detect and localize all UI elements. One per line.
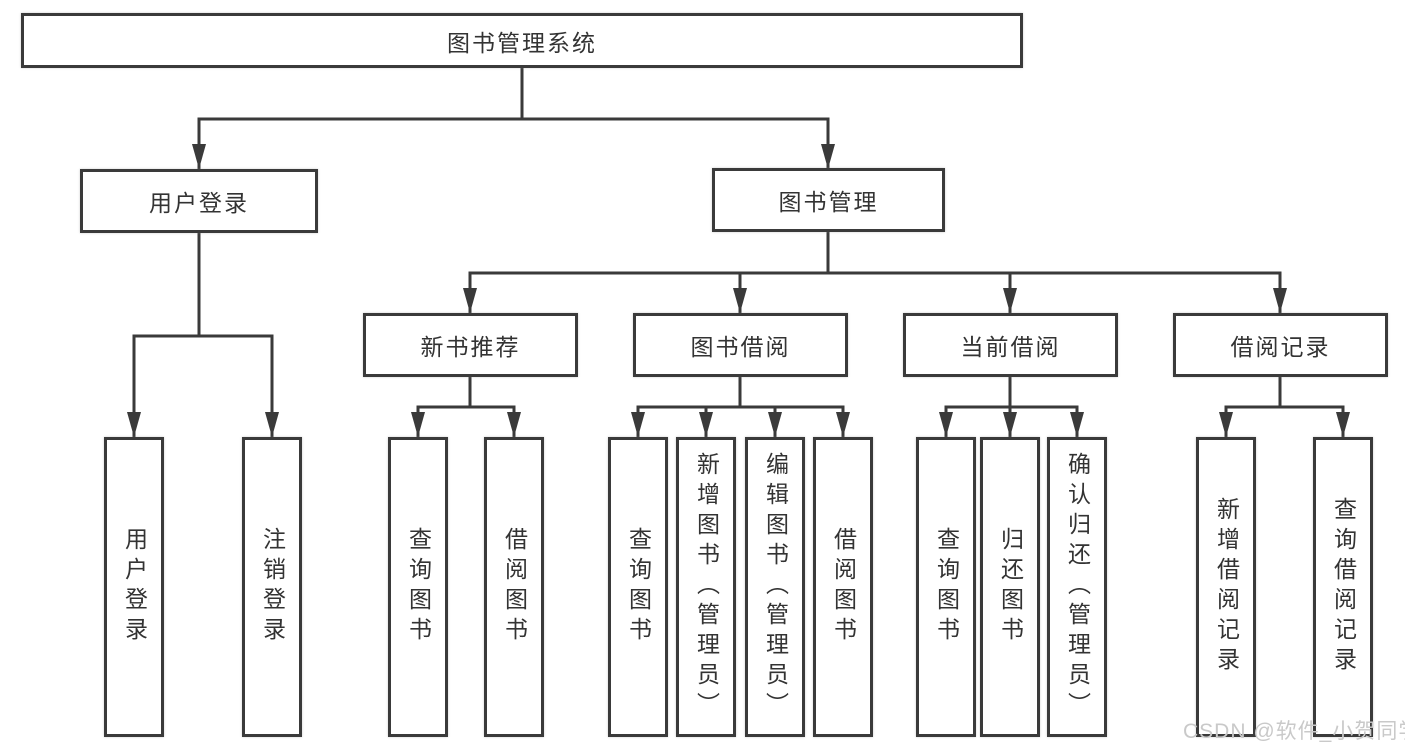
leaf-confirm-return-admin: 确认归还（管理员） bbox=[1047, 437, 1107, 737]
leaf-borrow-books-label: 借阅图书 bbox=[830, 527, 857, 647]
leaf-query-books-current: 查询图书 bbox=[916, 437, 976, 737]
leaf-add-book-admin: 新增图书（管理员） bbox=[676, 437, 736, 737]
leaf-borrow-books-recommend-label: 借阅图书 bbox=[501, 527, 528, 647]
edge-book-borrow-to-leaves bbox=[631, 377, 850, 437]
leaf-confirm-return-admin-label: 确认归还（管理员） bbox=[1064, 452, 1091, 722]
node-borrow-records: 借阅记录 bbox=[1173, 313, 1388, 377]
leaf-borrow-books: 借阅图书 bbox=[813, 437, 873, 737]
leaf-add-book-admin-label: 新增图书（管理员） bbox=[693, 452, 720, 722]
leaf-query-books-current-label: 查询图书 bbox=[933, 527, 960, 647]
node-book-management: 图书管理 bbox=[712, 168, 945, 232]
node-current-borrow: 当前借阅 bbox=[903, 313, 1118, 377]
leaf-add-borrow-record: 新增借阅记录 bbox=[1196, 437, 1256, 737]
edge-borrow-records-to-leaves bbox=[1219, 377, 1350, 437]
leaf-user-login: 用户登录 bbox=[104, 437, 164, 737]
leaf-borrow-books-recommend: 借阅图书 bbox=[484, 437, 544, 737]
leaf-add-borrow-record-label: 新增借阅记录 bbox=[1213, 497, 1240, 677]
leaf-query-borrow-record-label: 查询借阅记录 bbox=[1330, 497, 1357, 677]
edge-new-book-recommend-to-leaves bbox=[411, 377, 521, 437]
leaf-query-borrow-record: 查询借阅记录 bbox=[1313, 437, 1373, 737]
leaf-query-books-borrow: 查询图书 bbox=[608, 437, 668, 737]
leaf-user-login-label: 用户登录 bbox=[121, 527, 148, 647]
leaf-edit-book-admin: 编辑图书（管理员） bbox=[745, 437, 805, 737]
edge-current-borrow-to-leaves bbox=[939, 377, 1084, 437]
leaf-query-books-recommend: 查询图书 bbox=[388, 437, 448, 737]
leaf-query-books-recommend-label: 查询图书 bbox=[405, 527, 432, 647]
node-book-borrow: 图书借阅 bbox=[633, 313, 848, 377]
node-library-system: 图书管理系统 bbox=[21, 13, 1023, 68]
edge-book-management-to-level3 bbox=[463, 232, 1287, 313]
leaf-query-books-borrow-label: 查询图书 bbox=[625, 527, 652, 647]
leaf-logout-label: 注销登录 bbox=[259, 527, 286, 647]
csdn-watermark: CSDN @软件_小贺同学 bbox=[1183, 720, 1405, 743]
leaf-return-book: 归还图书 bbox=[980, 437, 1040, 737]
node-user-login: 用户登录 bbox=[80, 169, 318, 233]
node-new-book-recommend: 新书推荐 bbox=[363, 313, 578, 377]
leaf-edit-book-admin-label: 编辑图书（管理员） bbox=[762, 452, 789, 722]
edge-user-login-to-leaves bbox=[127, 233, 279, 437]
leaf-return-book-label: 归还图书 bbox=[997, 527, 1024, 647]
edge-root-to-level2 bbox=[192, 68, 835, 169]
leaf-logout: 注销登录 bbox=[242, 437, 302, 737]
